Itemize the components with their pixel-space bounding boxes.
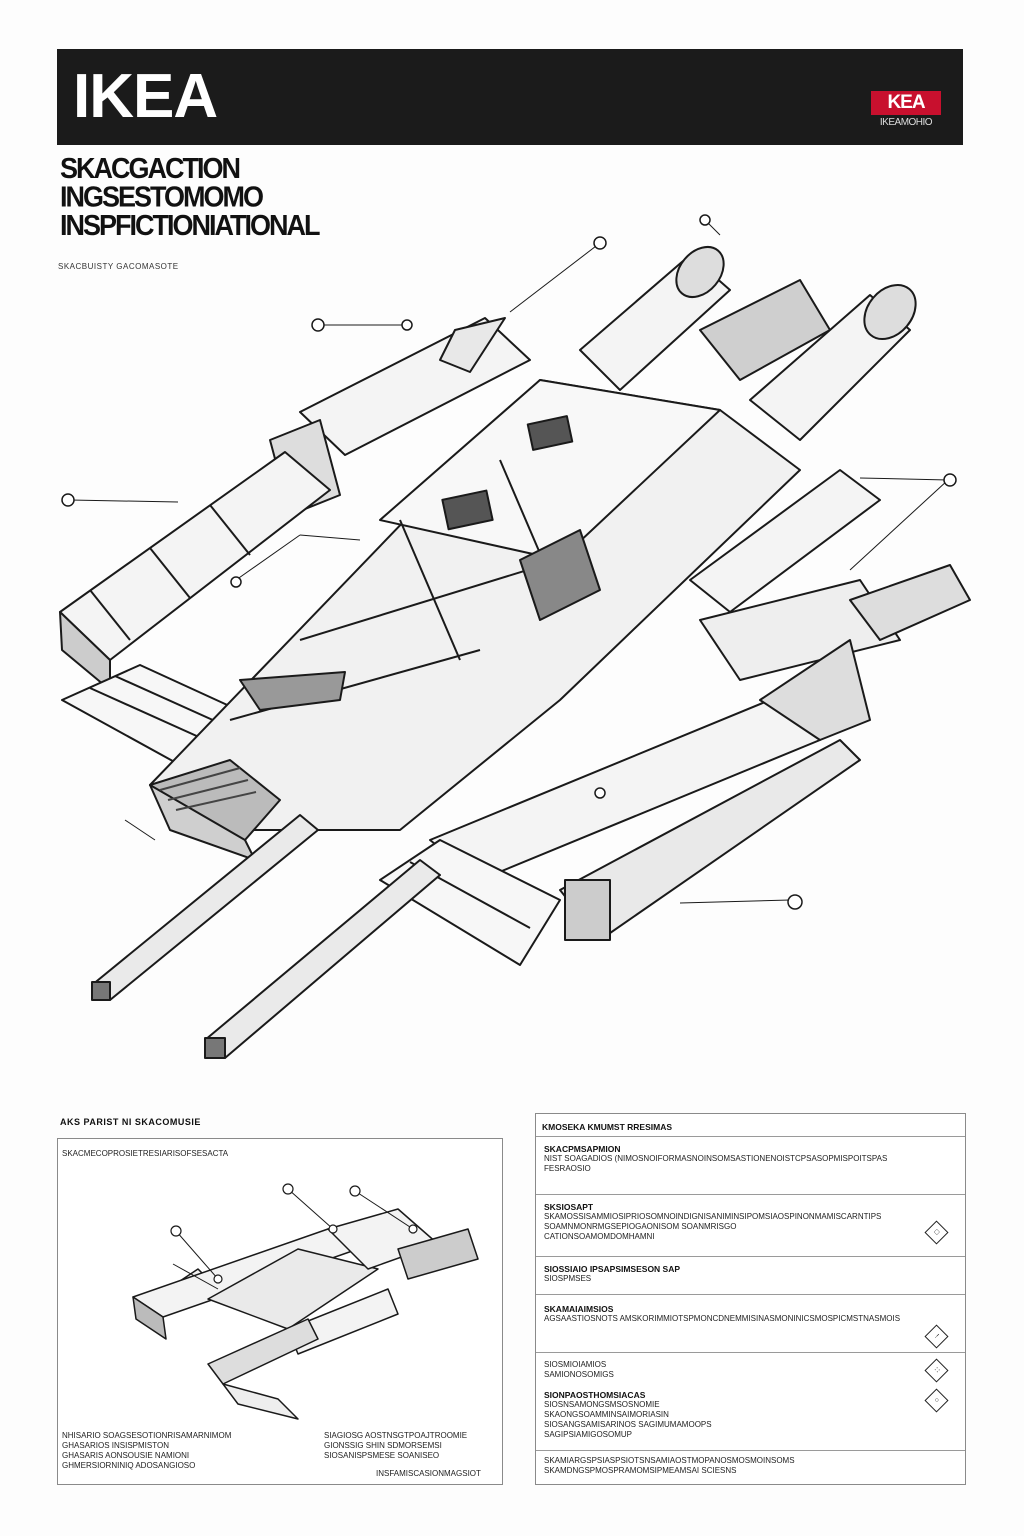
row-5-line-1: SAMIONOSOMIGS	[544, 1370, 614, 1379]
parts-section-heading: AKS PARIST NI SKACOMUSIE	[60, 1117, 201, 1127]
brand-badge: KEA IKEAMOHIO	[871, 91, 941, 137]
title-line-3: INSPFICTIONIATIONAL	[60, 209, 320, 242]
instruction-row-7: SKAMIARGSPSIASPSIOTSNSAMIAOSTMOPANOSMOSM…	[544, 1456, 914, 1476]
row-5-title: SIOSMIOIAMIOS	[544, 1360, 607, 1369]
row-6-line-1: SIOSNSAMONGSMSOSNOMIE	[544, 1400, 660, 1409]
title-line-1: SKACGACTION	[60, 152, 241, 185]
wrench-icon: ∷	[924, 1358, 949, 1383]
note-right-3: SIOSANISPSMESE SOANISEO	[324, 1451, 440, 1460]
row-2-title: SKSIOSAPT	[544, 1202, 594, 1212]
parts-overview-panel: SKACMECOPROSIETRESIARISOFSESACTA NHISARI…	[57, 1138, 503, 1485]
row-2-line-3: CATIONSOAMOMDOMHAMNI	[544, 1232, 655, 1241]
box-icon: □	[924, 1220, 949, 1245]
row-1-title: SKACPMSAPMION	[544, 1144, 621, 1154]
row-3-title: SIOSSIAIO IPSAPSIMSESON SAP	[544, 1264, 681, 1274]
instruction-row-1: SKACPMSAPMION NIST SOAGADIOS (NIMOSNOIFO…	[544, 1144, 944, 1174]
row-6-title: SIONPAOSTHOMSIACAS	[544, 1390, 646, 1400]
screw-icon: ○	[924, 1388, 949, 1413]
note-left-1: NHISARIO SOAGSESOTIONRISAMARNIMOM	[62, 1431, 232, 1440]
title-line-2: INGSESTOMOMO	[60, 181, 264, 213]
row-6-line-3: SIOSANGSAMISARINOS SAGIMUMAMOOPS	[544, 1420, 712, 1429]
row-6-line-2: SKAONGSOAMMINSAIMORIASIN	[544, 1410, 669, 1419]
instructions-panel: KMOSEKA KMUMST RRESIMAS SKACPMSAPMION NI…	[535, 1113, 966, 1485]
row-3-line-1: SIOSPMSES	[544, 1274, 592, 1283]
instruction-row-5: SIOSMIOIAMIOS SAMIONOSOMIGS	[544, 1360, 914, 1380]
row-2-line-2: SOAMNMONRMGSEPIOGAONISOM SOANMRISGO	[544, 1222, 737, 1231]
parts-notes-right: SIAGIOSG AOSTNSGTPOAJTROOMIE GIONSSIG SH…	[324, 1431, 467, 1461]
row-6-line-4: SAGIPSIAMIGOSOMUP	[544, 1430, 633, 1439]
row-4-title: SKAMAIAIMSIOS	[544, 1304, 614, 1314]
warning-icon: !	[924, 1324, 949, 1349]
spaceship-thumbnail-illustration	[132, 1183, 479, 1420]
instruction-row-6: SIONPAOSTHOMSIACAS SIOSNSAMONGSMSOSNOMIE…	[544, 1390, 914, 1440]
instruction-row-4: SKAMAIAIMSIOS AGSAASTIOSNOTS AMSKORIMMIO…	[544, 1304, 914, 1324]
instruction-row-2: SKSIOSAPT SKAMOSSISAMMIOSIPRIOSOMNOINDIG…	[544, 1202, 914, 1242]
badge-caption: IKEAMOHIO	[879, 117, 933, 128]
row-7-title: SKAMIARGSPSIASPSIOTSNSAMIAOSTMOPANOSMOSM…	[544, 1456, 795, 1465]
row-2-line-1: SKAMOSSISAMMIOSIPRIOSOMNOINDIGNISANIMINS…	[544, 1212, 882, 1221]
brand-wordmark: IKEA	[73, 62, 218, 131]
instructions-heading: KMOSEKA KMUMST RRESIMAS	[542, 1122, 673, 1132]
parts-caption: SKACMECOPROSIETRESIARISOFSESACTA	[62, 1149, 229, 1158]
document-subtitle: SKACBUISTY GACOMASOTE	[58, 262, 179, 271]
note-right-1: SIAGIOSG AOSTNSGTPOAJTROOMIE	[324, 1431, 468, 1440]
row-1-line-2: FESRAOSIO	[544, 1164, 591, 1173]
row-4-line-1: AGSAASTIOSNOTS AMSKORIMMIOTSPMONCDNEMMIS…	[544, 1314, 901, 1323]
spaceship-main-illustration	[59, 214, 971, 1059]
parts-footer: INSFAMISCASIONMAGSIOT	[376, 1469, 481, 1478]
document-title: SKACGACTION INGSESTOMOMO INSPFICTIONIATI…	[60, 152, 320, 242]
note-right-2: GIONSSIG SHIN SDMORSEMSI	[324, 1441, 442, 1450]
badge-logo: KEA	[871, 91, 941, 115]
header-bar: IKEA KEA IKEAMOHIO	[57, 49, 963, 145]
note-left-2: GHASARIOS INSISPMISTON	[62, 1441, 169, 1450]
row-1-line-1: NIST SOAGADIOS (NIMOSNOIFORMASNOINSOMSAS…	[544, 1154, 888, 1163]
row-7-line-1: SKAMDNGSPMOSPRAMOMSIPMEAMSAI SCIESNS	[544, 1466, 737, 1475]
parts-notes-left: NHISARIO SOAGSESOTIONRISAMARNIMOM GHASAR…	[62, 1431, 231, 1471]
note-left-3: GHASARIS AONSOUSIE NAMIONI	[62, 1451, 190, 1460]
instruction-row-3: SIOSSIAIO IPSAPSIMSESON SAP SIOSPMSES	[544, 1264, 914, 1284]
note-left-4: GHMERSIORNINIQ ADOSANGIOSO	[62, 1461, 196, 1470]
